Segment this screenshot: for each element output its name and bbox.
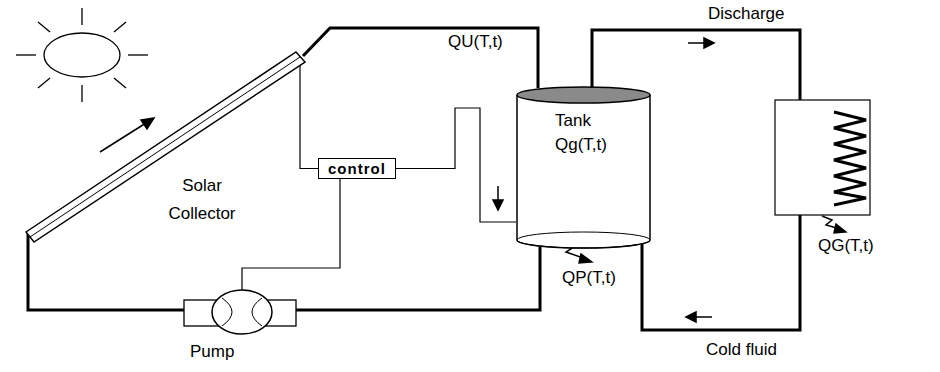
control-wire <box>300 62 318 169</box>
solar-collector-outline <box>22 50 307 245</box>
control-wire <box>242 179 340 290</box>
flow-label: QU(T,t) <box>446 32 505 52</box>
pipe <box>28 233 184 310</box>
heat-exchanger <box>775 100 870 215</box>
pump: Pump <box>178 286 302 368</box>
control-box: control <box>318 158 396 179</box>
node-title: Pump <box>190 342 234 362</box>
flow-arrow <box>100 118 154 152</box>
pipe <box>296 247 540 310</box>
flow-arrow <box>493 38 714 322</box>
control-wire <box>396 108 516 222</box>
flow-label: Discharge <box>708 4 785 24</box>
node-title: Solar Collector <box>152 172 252 228</box>
node-title: control <box>328 159 386 178</box>
heat-label: QG(T,t) <box>818 236 874 256</box>
storage-tank: TankQg(T,t) <box>515 85 652 248</box>
flow-label: Cold fluid <box>706 340 777 360</box>
node-title: Tank <box>555 111 591 131</box>
sun <box>16 8 148 102</box>
node-value: Qg(T,t) <box>555 135 607 155</box>
heat-label: QP(T,t) <box>562 268 616 288</box>
storage-tank-outline <box>515 85 652 248</box>
pipe <box>303 28 538 88</box>
solar-collector: Solar Collector <box>22 50 307 245</box>
